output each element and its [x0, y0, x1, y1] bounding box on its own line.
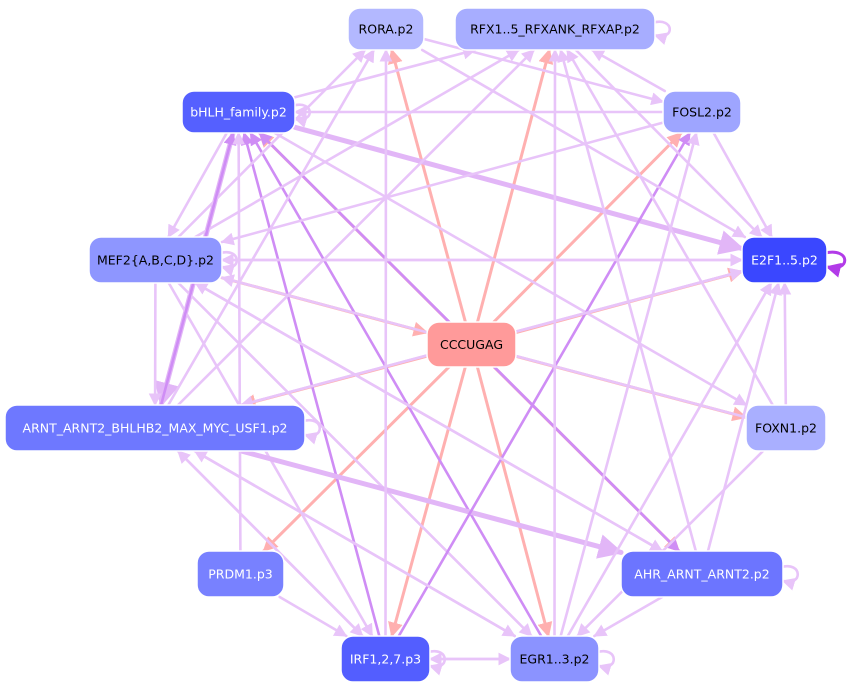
- edge-bhlh-to-mef2: [167, 131, 228, 239]
- self-loop-arnt: [302, 418, 321, 445]
- node-mef2[interactable]: MEF2{A,B,C,D}.p2: [88, 236, 223, 284]
- edge-ahr-to-mef2: [194, 281, 664, 553]
- node-rora[interactable]: RORA.p2: [347, 7, 425, 51]
- edge-egr-to-fosl2: [559, 131, 700, 638]
- node-box-mef2: [88, 236, 223, 284]
- node-box-arnt: [4, 404, 306, 452]
- node-box-cccugag: [426, 321, 517, 368]
- node-egr[interactable]: EGR1..3.p2: [509, 635, 600, 683]
- node-label-egr: EGR1..3.p2: [520, 652, 590, 667]
- edge-irf-to-rora: [379, 48, 393, 638]
- edge-irf-to-fosl2: [397, 131, 692, 638]
- node-ahr[interactable]: AHR_ARNT_ARNT2.p2: [620, 550, 784, 598]
- edge-arnt-to-rfx: [176, 48, 536, 407]
- node-irf[interactable]: IRF1,2,7.p3: [340, 635, 431, 683]
- edge-arnt-to-ahr: [238, 448, 624, 559]
- node-box-egr: [509, 635, 600, 683]
- node-box-fosl2: [662, 90, 742, 134]
- node-box-rfx: [454, 7, 656, 51]
- node-fosl2[interactable]: FOSL2.p2: [662, 90, 742, 134]
- node-e2f[interactable]: E2F1..5.p2: [741, 236, 828, 284]
- self-loop-bhlh: [292, 103, 311, 128]
- edge-irf-to-bhlh: [240, 131, 381, 638]
- edge-egr-to-arnt: [193, 449, 517, 638]
- node-label-ahr: AHR_ARNT_ARNT2.p2: [634, 567, 769, 582]
- edge-bhlh-to-foxn1: [273, 131, 748, 407]
- self-loop-rfx: [652, 20, 671, 45]
- edge-mef2-to-rfx: [194, 48, 521, 239]
- node-box-e2f: [741, 236, 828, 284]
- edge-cccugag-to-egr: [475, 365, 553, 638]
- nodes-layer: RORA.p2 RFX1..5_RFXANK_RFXAP.p2 bHLH_famil…: [4, 7, 828, 683]
- edge-bhlh-to-e2f: [292, 124, 745, 255]
- edge-mef2-to-rora: [177, 48, 367, 239]
- edge-fosl2-to-mef2: [220, 121, 665, 246]
- node-label-rora: RORA.p2: [359, 22, 414, 37]
- edge-cccugag-to-fosl2: [492, 131, 683, 324]
- edge-rfx-to-e2f: [574, 48, 763, 239]
- self-loop-irf: [427, 649, 446, 676]
- self-loops-layer: [219, 20, 847, 676]
- self-loop-ahr: [780, 564, 799, 591]
- node-arnt[interactable]: ARNT_ARNT2_BHLHB2_MAX_MYC_USF1.p2: [4, 404, 306, 452]
- node-label-e2f: E2F1..5.p2: [751, 253, 818, 268]
- node-label-fosl2: FOSL2.p2: [672, 105, 732, 120]
- node-foxn1[interactable]: FOXN1.p2: [745, 404, 827, 452]
- edge-foxn1-to-egr: [576, 449, 765, 638]
- edge-egr-to-bhlh: [249, 131, 543, 638]
- edge-rora-to-e2f: [420, 48, 747, 239]
- node-box-foxn1: [745, 404, 827, 452]
- node-box-prdm1: [196, 550, 285, 598]
- edge-fosl2-to-e2f: [712, 131, 774, 239]
- edge-fosl2-to-rfx: [590, 48, 667, 93]
- node-label-foxn1: FOXN1.p2: [755, 421, 817, 436]
- node-box-bhlh: [181, 90, 296, 134]
- node-bhlh[interactable]: bHLH_family.p2: [181, 90, 296, 134]
- self-loop-mef2: [219, 250, 238, 277]
- edge-foxn1-to-rfx: [565, 48, 775, 407]
- node-label-bhlh: bHLH_family.p2: [190, 105, 287, 120]
- node-label-prdm1: PRDM1.p3: [208, 567, 272, 582]
- self-loop-egr: [596, 649, 615, 676]
- self-loop-e2f: [824, 250, 847, 278]
- node-label-irf: IRF1,2,7.p3: [350, 652, 421, 667]
- edge-egr-to-rfx: [548, 48, 562, 638]
- edge-prdm1-to-bhlh: [232, 131, 246, 553]
- edge-foxn1-to-e2f: [778, 281, 792, 407]
- node-label-rfx: RFX1..5_RFXANK_RFXAP.p2: [470, 22, 640, 37]
- edge-prdm1-to-irf: [278, 595, 348, 638]
- node-rfx[interactable]: RFX1..5_RFXANK_RFXAP.p2: [454, 7, 656, 51]
- node-label-mef2: MEF2{A,B,C,D}.p2: [97, 253, 214, 268]
- node-cccugag[interactable]: CCCUGAG: [426, 321, 517, 368]
- edge-ahr-to-egr: [593, 595, 664, 638]
- node-label-cccugag: CCCUGAG: [440, 337, 503, 352]
- node-box-rora: [347, 7, 425, 51]
- edge-irf-to-arnt: [176, 449, 364, 638]
- node-box-irf: [340, 635, 431, 683]
- node-prdm1[interactable]: PRDM1.p3: [196, 550, 285, 598]
- node-label-arnt: ARNT_ARNT2_BHLHB2_MAX_MYC_USF1.p2: [23, 421, 288, 436]
- edge-mef2-to-egr: [177, 281, 533, 638]
- node-box-ahr: [620, 550, 784, 598]
